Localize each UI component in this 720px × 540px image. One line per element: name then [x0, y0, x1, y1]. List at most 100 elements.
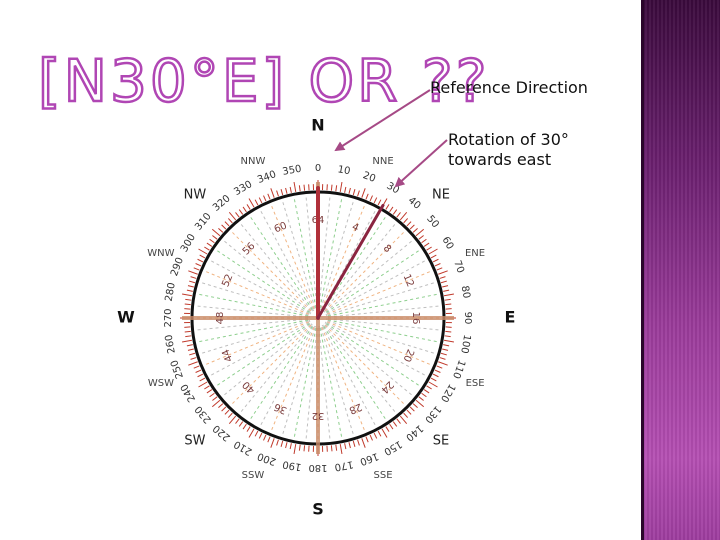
- cardinal-label-n: N: [311, 116, 324, 135]
- degree-label: 230: [193, 403, 214, 425]
- compass-spoke: [216, 323, 310, 387]
- compass-spoke: [282, 201, 316, 309]
- degree-tick: [348, 442, 351, 449]
- compass-spoke: [327, 282, 435, 316]
- degree-tick: [198, 248, 208, 255]
- compass-spoke: [327, 293, 438, 317]
- degree-label: 110: [450, 358, 467, 380]
- degree-tick: [381, 428, 388, 438]
- degree-tick: [289, 443, 292, 450]
- degree-tick: [248, 198, 255, 208]
- degree-tick: [392, 209, 398, 215]
- degree-tick: [443, 344, 450, 347]
- compass-spoke: [323, 216, 387, 310]
- degree-tick: [303, 184, 306, 191]
- degree-label: 0: [315, 163, 321, 174]
- degree-tick: [263, 434, 267, 441]
- degree-tick: [421, 238, 427, 244]
- degree-tick: [377, 199, 382, 206]
- degree-label: 140: [403, 422, 425, 443]
- degree-label: 180: [308, 462, 327, 473]
- inner-point-label: 4: [350, 222, 360, 235]
- compass-spoke: [327, 320, 435, 354]
- degree-tick: [246, 204, 251, 210]
- degree-tick: [270, 438, 275, 448]
- degree-tick: [197, 258, 204, 263]
- secondary-direction-label: NNW: [241, 156, 266, 167]
- degree-tick: [185, 335, 192, 338]
- degree-tick: [184, 303, 191, 306]
- compass-spoke: [327, 318, 440, 331]
- degree-tick: [293, 443, 297, 454]
- degree-label: 170: [334, 458, 355, 472]
- degree-tick: [190, 357, 197, 360]
- degree-tick: [434, 369, 441, 373]
- degree-tick: [187, 348, 194, 351]
- degree-tick: [289, 186, 292, 193]
- compass-spoke: [270, 205, 315, 309]
- degree-tick: [369, 195, 373, 202]
- degree-tick: [396, 418, 401, 424]
- inner-point-label: 12: [401, 273, 416, 289]
- secondary-direction-label: SSE: [374, 470, 393, 481]
- degree-tick: [276, 439, 279, 446]
- degree-tick: [221, 224, 227, 230]
- degree-tick: [293, 182, 297, 193]
- degree-tick: [443, 293, 454, 297]
- degree-tick: [258, 197, 263, 204]
- compass-spoke: [320, 201, 354, 309]
- inner-point-label: 60: [273, 220, 289, 235]
- degree-label: 260: [164, 334, 178, 355]
- degree-tick: [206, 389, 213, 394]
- degree-tick: [348, 187, 351, 194]
- degree-label: 160: [358, 450, 380, 467]
- degree-tick: [426, 246, 432, 251]
- degree-tick: [242, 423, 247, 430]
- compass-spoke: [231, 231, 312, 312]
- degree-tick: [442, 348, 449, 351]
- compass-spoke: [325, 240, 413, 313]
- intercardinal-label: SE: [433, 434, 449, 449]
- degree-tick: [199, 254, 206, 259]
- compass-spoke: [210, 260, 310, 314]
- degree-tick: [267, 436, 271, 443]
- degree-tick: [436, 365, 443, 369]
- degree-tick: [357, 190, 360, 197]
- rotated-bearing-line: [316, 203, 385, 320]
- compass-spoke: [323, 326, 387, 420]
- degree-tick: [365, 436, 369, 443]
- compass-spoke: [196, 305, 309, 318]
- degree-label: 120: [438, 382, 457, 404]
- degree-tick: [438, 270, 448, 275]
- degree-tick: [189, 352, 196, 356]
- compass-spoke: [327, 319, 438, 343]
- compass-spoke: [305, 196, 318, 309]
- degree-tick: [432, 258, 439, 263]
- degree-tick: [330, 445, 333, 452]
- compass-ticks: [180, 180, 456, 456]
- degree-tick: [357, 439, 360, 446]
- degree-tick: [212, 235, 218, 240]
- degree-tick: [186, 289, 193, 292]
- compass-spoke: [324, 324, 405, 405]
- degree-tick: [218, 403, 224, 409]
- degree-tick: [385, 204, 390, 210]
- compass-spoke: [201, 320, 309, 354]
- degree-tick: [403, 412, 409, 418]
- degree-tick: [182, 339, 193, 343]
- degree-tick: [227, 218, 233, 224]
- degree-tick: [195, 263, 202, 267]
- intercardinal-label: NW: [184, 187, 207, 202]
- degree-tick: [204, 246, 210, 251]
- degree-tick: [335, 185, 338, 192]
- degree-tick: [361, 438, 366, 448]
- degree-label: 30: [384, 181, 401, 197]
- degree-label: 150: [382, 438, 404, 457]
- compass-spoke: [326, 323, 420, 387]
- degree-tick: [285, 187, 288, 194]
- degree-tick: [344, 443, 347, 450]
- degree-tick: [389, 423, 394, 430]
- degree-tick: [442, 285, 449, 288]
- degree-tick: [409, 224, 415, 230]
- degree-label: 340: [256, 169, 278, 186]
